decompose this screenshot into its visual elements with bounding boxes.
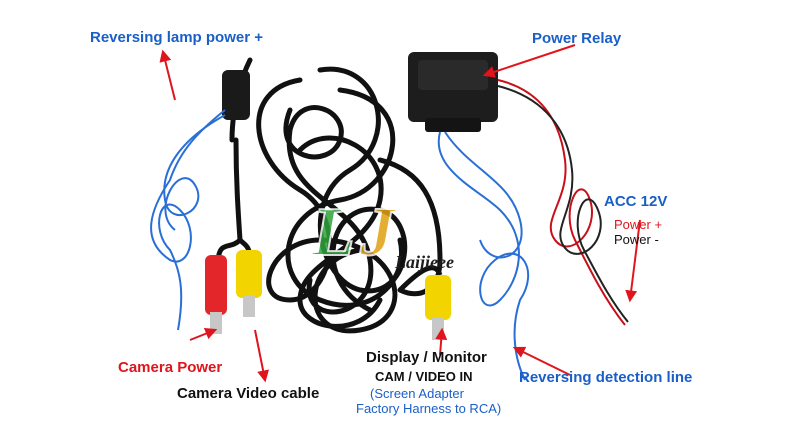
display-video-connector <box>398 265 451 340</box>
camera-power-connector <box>205 238 242 334</box>
svg-text:L: L <box>311 194 355 271</box>
black-cable-coil <box>229 57 443 334</box>
pointer-arrows <box>159 44 641 383</box>
label-screen-adapter: (Screen Adapter <box>370 386 464 401</box>
label-cam-video-in: CAM / VIDEO IN <box>375 369 473 384</box>
label-power-relay: Power Relay <box>532 30 622 47</box>
splitter-block <box>222 70 250 120</box>
label-reversing-lamp: Reversing lamp power + <box>90 29 263 46</box>
label-acc: ACC 12V <box>604 193 668 210</box>
watermark: L J <box>310 193 398 272</box>
label-factory-harness: Factory Harness to RCA) <box>356 401 502 416</box>
label-power-minus: Power - <box>614 232 659 247</box>
blue-wires <box>150 109 530 381</box>
relay-box <box>408 52 498 132</box>
label-reversing-detection: Reversing detection line <box>519 369 693 386</box>
label-camera-power: Camera Power <box>118 359 223 376</box>
label-camera-video: Camera Video cable <box>177 385 320 402</box>
svg-text:J: J <box>359 194 397 271</box>
label-display-monitor: Display / Monitor <box>366 349 487 366</box>
label-power-plus: Power + <box>614 217 663 232</box>
camera-video-connector <box>236 238 262 317</box>
watermark-brand: Laijieee <box>395 252 454 272</box>
acc-wires <box>497 79 629 326</box>
